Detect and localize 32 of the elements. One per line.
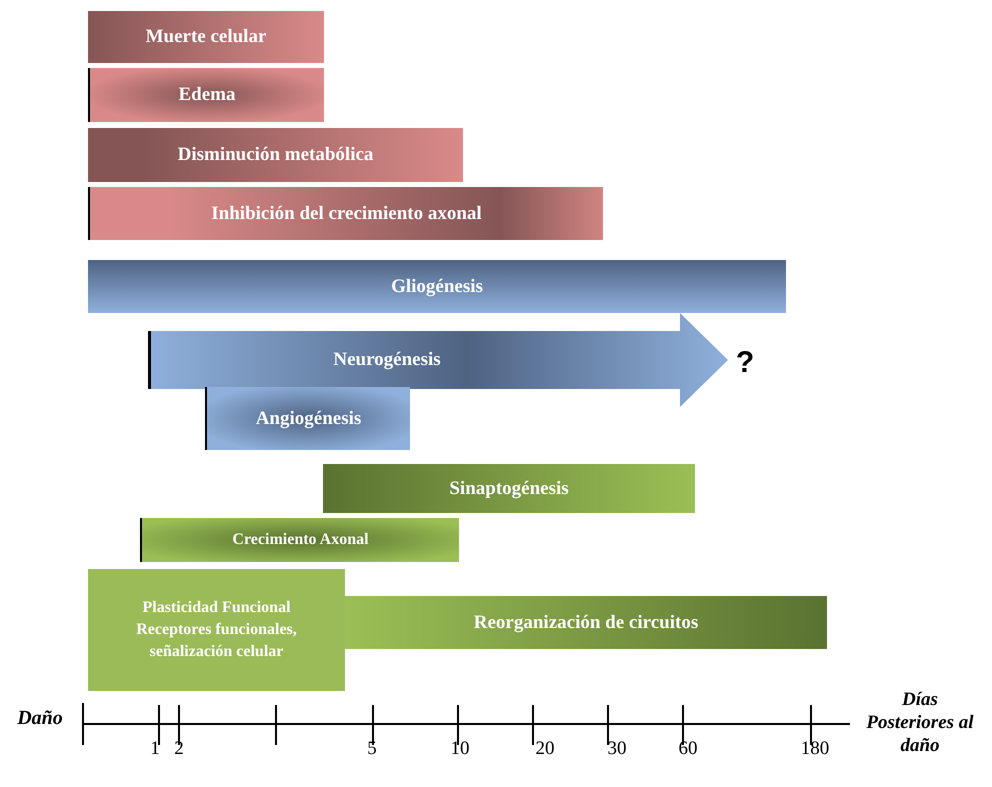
- bar-label: Reorganización de circuitos: [472, 612, 700, 634]
- phase-box: [88, 569, 345, 691]
- tick-label: 10: [450, 737, 470, 761]
- tick-label: 30: [606, 737, 628, 761]
- phase-bar: [345, 596, 827, 649]
- bar-label: Angiogénesis: [254, 408, 362, 430]
- bar-label: Neurogénesis: [332, 349, 442, 371]
- phase-bar: [88, 260, 786, 313]
- bar-label: Plasticidad Funcional: [141, 598, 292, 618]
- phase-bar: [140, 518, 459, 562]
- bar-label: Crecimiento Axonal: [231, 530, 370, 550]
- bar-label: Sinaptogénesis: [448, 478, 570, 500]
- bar-label: Muerte celular: [144, 26, 268, 48]
- phase-bar: [88, 187, 603, 240]
- bar-label: Disminución metabólica: [176, 144, 374, 166]
- axis-label: Daño: [16, 706, 64, 731]
- question-mark: ?: [734, 345, 756, 381]
- bar-label: Inhibición del crecimiento axonal: [210, 202, 483, 224]
- phase-bar: [88, 68, 324, 122]
- bar-sublabel: Receptores funcionales, señalización celular: [135, 620, 298, 662]
- bar-label: Edema: [178, 84, 236, 106]
- phase-bar: [323, 464, 695, 513]
- phase-bar: [88, 128, 463, 182]
- bar-label: Gliogénesis: [390, 276, 484, 298]
- axis-label: Días Posteriores al daño: [865, 688, 975, 757]
- phase-bar: [88, 11, 324, 63]
- tick-label: 180: [800, 737, 830, 761]
- tick-label: 20: [534, 737, 556, 761]
- tick-label: 1: [149, 737, 161, 761]
- phase-bar: [205, 387, 410, 450]
- tick-label: 60: [678, 737, 698, 761]
- phase-bar: [148, 313, 728, 407]
